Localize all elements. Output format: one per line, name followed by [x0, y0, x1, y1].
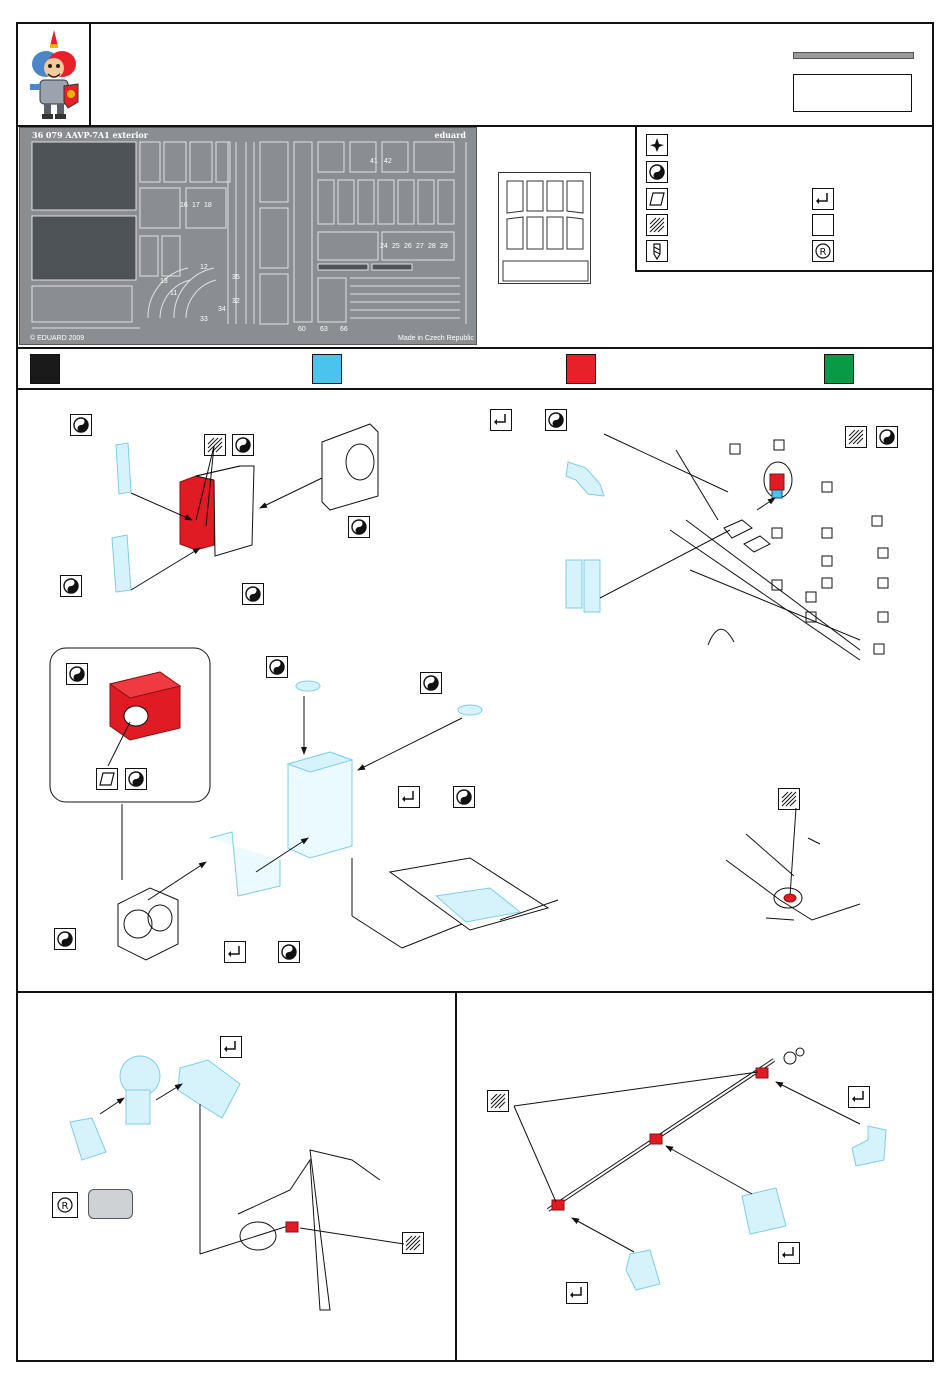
- step-5-drawing: [70, 1056, 404, 1310]
- step-4-drawing: [726, 808, 860, 920]
- step-6-drawing: [514, 1048, 886, 1290]
- step-2-drawing: [566, 434, 888, 660]
- step-1-drawing: [112, 424, 378, 592]
- step-3-drawing: [50, 648, 558, 960]
